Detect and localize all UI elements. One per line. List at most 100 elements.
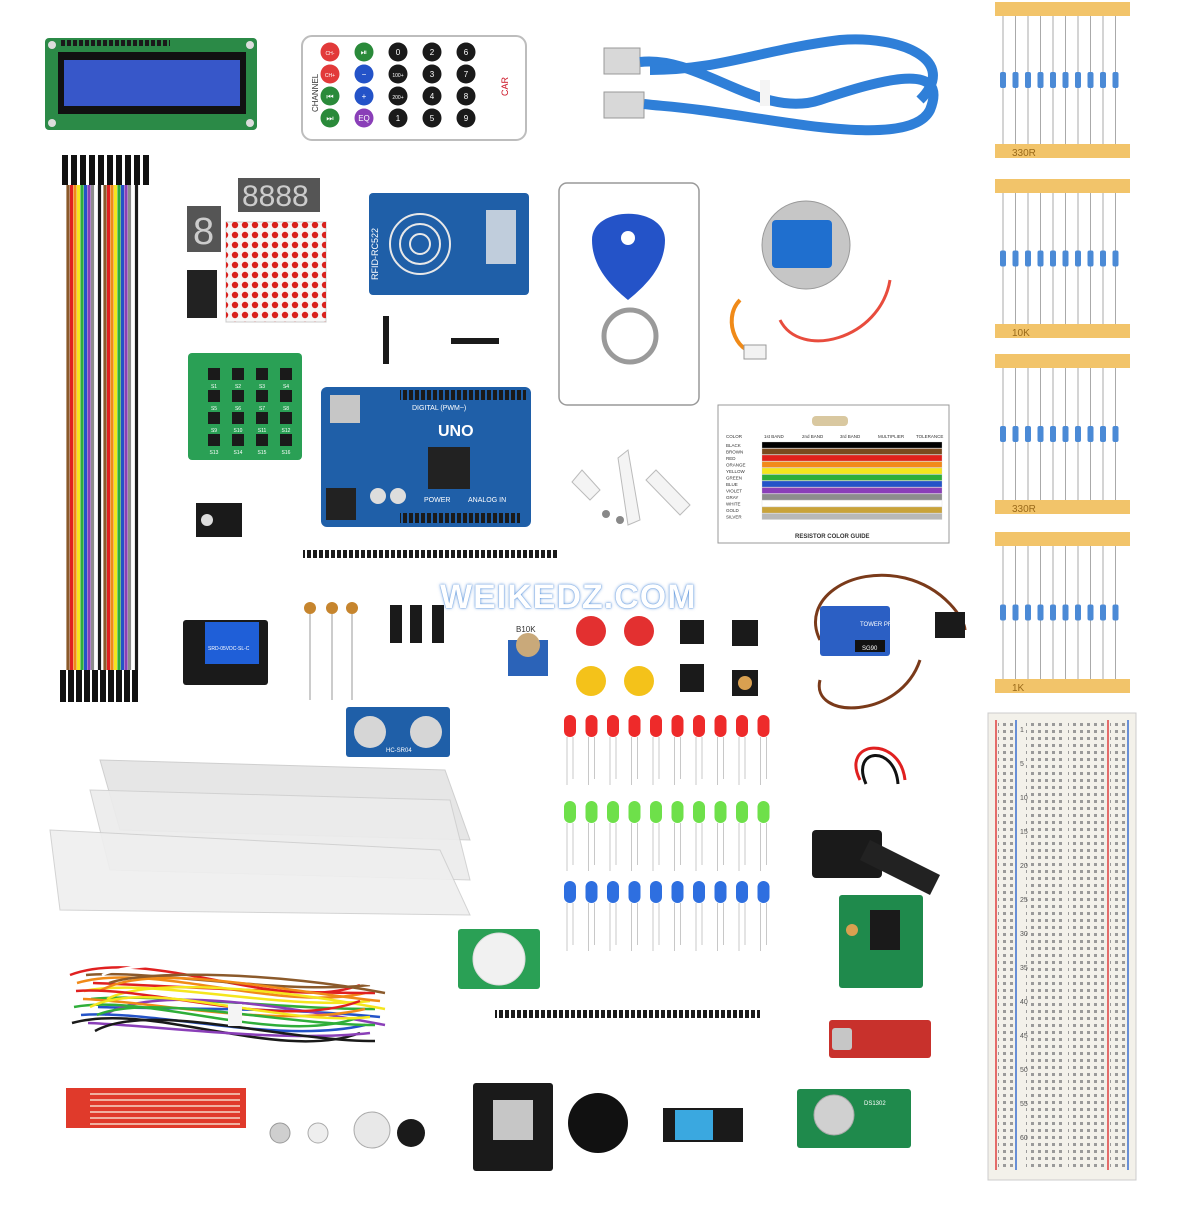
- led: [671, 881, 684, 903]
- remote-key: [354, 86, 374, 106]
- jumper-wire: [94, 1018, 376, 1043]
- keypad-key: [208, 390, 220, 402]
- keypad-key-label: S11: [258, 428, 267, 434]
- led: [564, 881, 576, 903]
- breadboard-row-number: 35: [1020, 965, 1028, 972]
- remote-key: [388, 42, 408, 62]
- remote-key: [354, 64, 374, 84]
- resistor: [1050, 426, 1056, 442]
- keypad-key: [280, 434, 292, 446]
- remote-key: [422, 108, 442, 128]
- dupont-connector: [98, 155, 104, 185]
- led: [671, 715, 684, 737]
- dupont-connector: [143, 155, 149, 185]
- remote-key-label: 9: [464, 114, 469, 123]
- remote-key-label: 100+: [392, 73, 403, 79]
- resistor: [1025, 604, 1031, 621]
- svg-text:8: 8: [193, 211, 214, 253]
- resistor: [1062, 72, 1069, 88]
- pin-header-vertical: [383, 316, 389, 364]
- resistor: [1087, 604, 1094, 621]
- dupont-connector: [132, 670, 138, 702]
- keypad-key-label: S16: [282, 450, 291, 456]
- potentiometer: B10K: [508, 625, 548, 676]
- button-caps: [576, 616, 758, 696]
- dupont-connector: [80, 155, 86, 185]
- jumper-wire: [101, 964, 381, 987]
- resistor: [1012, 426, 1019, 442]
- resistor-tape: [995, 2, 1130, 16]
- remote-key-label: 5: [430, 114, 435, 123]
- rfid-keyfob-panel: [558, 182, 700, 406]
- resistor-strip-label: 1K: [1012, 683, 1025, 694]
- resistor: [1062, 426, 1069, 442]
- keypad-key: [208, 412, 220, 424]
- resistor-tape: [995, 679, 1130, 693]
- resistor: [1062, 604, 1069, 621]
- remote-key: [388, 86, 408, 106]
- remote-key: [320, 108, 340, 128]
- hex-nut: [269, 1122, 291, 1144]
- keypad-key: [256, 412, 268, 424]
- jumper-wire: [99, 976, 381, 1003]
- resistor: [1075, 426, 1081, 442]
- color-guide-band: [761, 513, 943, 520]
- dupont-connector: [84, 670, 90, 702]
- remote-key: [422, 42, 442, 62]
- dupont-connector: [116, 670, 122, 702]
- remote-key: [354, 42, 374, 62]
- keypad-key-label: S12: [282, 428, 291, 434]
- keypad-key: [208, 434, 220, 446]
- color-guide-color-name: SILVER: [726, 515, 742, 520]
- remote-key: [320, 86, 340, 106]
- remote-key-label: 6: [464, 48, 469, 57]
- color-guide-header: TOLERANCE: [916, 434, 943, 439]
- resistor-tape: [995, 179, 1130, 193]
- color-guide-header: 2nd BAND: [802, 434, 824, 439]
- remote-key: [354, 108, 374, 128]
- dupont-connector: [100, 670, 106, 702]
- dupont-connector: [134, 155, 140, 185]
- resistor: [1037, 72, 1044, 88]
- breadboard-row-number: 60: [1020, 1135, 1028, 1142]
- resistor: [1062, 250, 1069, 267]
- color-guide-band: [761, 441, 943, 449]
- color-guide-title: RESISTOR COLOR GUIDE: [795, 534, 870, 540]
- resistor: [1012, 250, 1019, 267]
- color-guide-color-name: BLUE: [726, 482, 738, 487]
- led-matrix: [225, 221, 327, 323]
- uno-analog-label: ANALOG IN: [468, 497, 506, 504]
- color-guide-band: [761, 454, 943, 462]
- remote-key: [320, 42, 340, 62]
- plastic-storage-trays: [49, 759, 471, 916]
- remote-key-label: 7: [464, 70, 469, 79]
- keypad-key-label: S9: [211, 428, 217, 434]
- resistor: [1000, 604, 1006, 621]
- motor-driver-module: [839, 895, 923, 988]
- jumper-wire: [83, 986, 371, 1005]
- led: [714, 715, 727, 737]
- remote-key: [388, 64, 408, 84]
- led-rows: [564, 715, 770, 951]
- arduino-uno-board: UNO POWER ANALOG IN DIGITAL (PWM~): [321, 387, 531, 527]
- remote-key-label: 2: [430, 48, 435, 57]
- keypad-key-label: S15: [258, 450, 267, 456]
- resistor-strip-label: 330R: [1012, 504, 1036, 515]
- ultrasonic-label: HC-SR04: [386, 748, 412, 754]
- keypad-key: [232, 390, 244, 402]
- uno-digital-label: DIGITAL (PWM~): [412, 405, 466, 412]
- remote-key-label: CH+: [325, 73, 335, 79]
- resistor-tape: [995, 500, 1130, 514]
- keypad-key: [256, 368, 268, 380]
- ic-chip: [187, 270, 217, 318]
- ir-remote: CHANNEL CH-CH+⏮⏭⏯−+EQ0100+200+123456789 …: [301, 35, 527, 141]
- resistor: [1012, 72, 1019, 88]
- color-guide-band: [761, 506, 943, 514]
- remote-key-label: 4: [430, 92, 435, 101]
- seven-segment-display: 8: [187, 206, 221, 253]
- remote-key-label: 3: [430, 70, 435, 79]
- water-level-sensor: [66, 1088, 246, 1128]
- remote-key-label: 8: [464, 92, 469, 101]
